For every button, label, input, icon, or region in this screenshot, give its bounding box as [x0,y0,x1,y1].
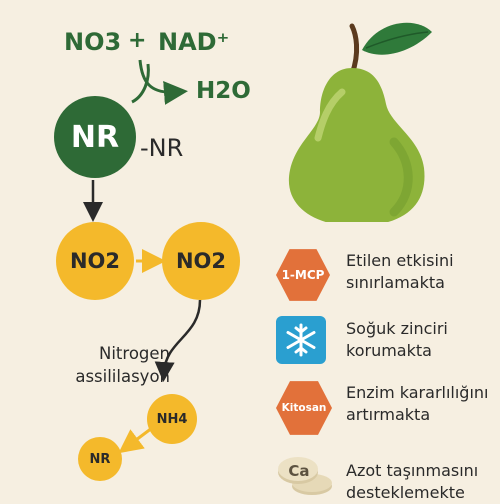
calcium-label: Ca [288,462,310,480]
calcium-tablets-icon: Ca [276,456,334,496]
nr-circle: NR [54,96,136,178]
no2-node-left: NO2 [56,222,134,300]
pear-icon [288,22,432,222]
snowflake-icon [276,316,326,364]
mcp-badge: 1-MCP [276,249,330,301]
assimilation-label: Nitrogen assililasyon [75,344,170,386]
feature-text-enzyme: Enzim kararlılığını artırmakta [346,383,489,424]
nr-suffix-label: -NR [140,134,184,162]
feature-text-ethylene: Etilen etkisini sınırlamakta [346,251,454,292]
nh4-to-nr-arrow [118,426,153,454]
feature-text-cold-chain: Soğuk zinciri korumakta [346,319,448,360]
no3-label: NO3 [64,28,122,56]
kitosan-badge: Kitosan [276,381,332,435]
reaction-arrow [138,59,188,105]
nad-label: NAD⁺ [158,28,230,56]
plus-sign: + [128,28,147,53]
assimilation-arrow [154,299,202,382]
reaction-branch [131,63,150,104]
no2-node-right: NO2 [162,222,240,300]
nh4-node: NH4 [147,394,197,444]
feature-text-nitrogen: Azot taşınmasını desteklemekte [346,461,479,502]
nr-node-small: NR [78,437,122,481]
h2o-label: H2O [196,78,251,104]
